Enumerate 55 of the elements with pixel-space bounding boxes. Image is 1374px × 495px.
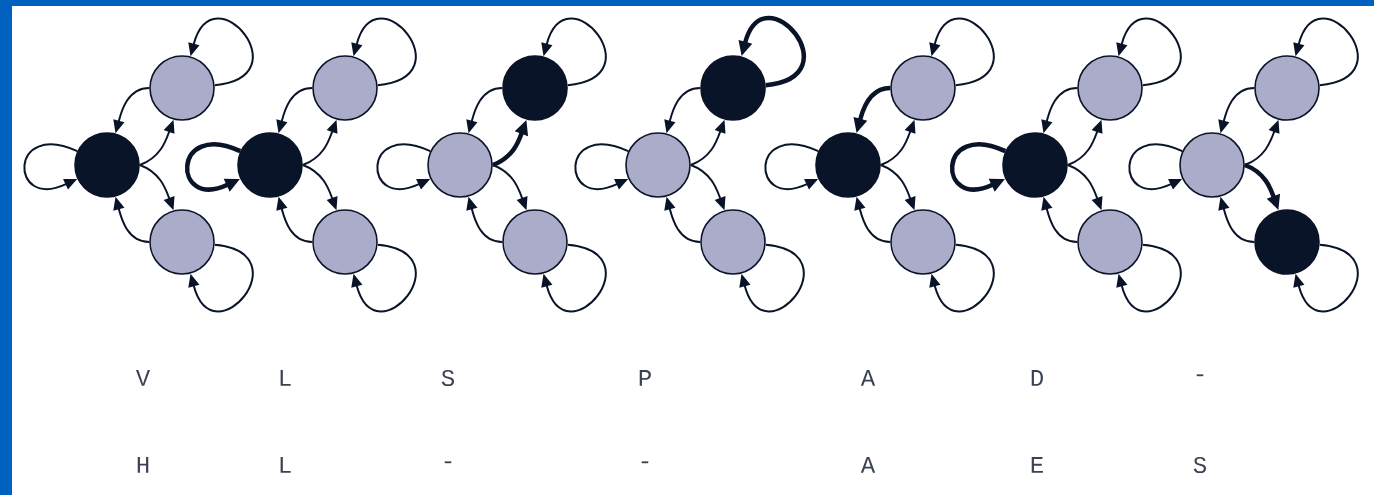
sequence-letter: L (280, 457, 291, 473)
sequence-letter: S (1193, 456, 1206, 474)
arrow (1293, 17, 1359, 87)
arrow (929, 243, 995, 313)
arrow (950, 142, 1007, 192)
state-circle (502, 209, 568, 275)
arrow (1293, 243, 1359, 313)
sequence-letter: E (1031, 457, 1043, 473)
arrow (739, 243, 805, 313)
state-circle (237, 132, 303, 198)
state-circle (74, 132, 140, 198)
sequence-letter: A (860, 370, 876, 386)
arrow (1116, 243, 1182, 313)
state-circle (149, 209, 215, 275)
arrow (1116, 17, 1182, 87)
state-circle (890, 55, 956, 121)
state-circle (1254, 55, 1320, 121)
state-circle (815, 132, 881, 198)
state-circle (502, 55, 568, 121)
sequence-letter: H (137, 457, 149, 473)
state-circle (427, 132, 493, 198)
sequence-letter: A (860, 457, 876, 473)
state-circle (1179, 132, 1245, 198)
state-circle (149, 55, 215, 121)
arrow (574, 143, 630, 190)
state-circle (625, 132, 691, 198)
state-circle (1077, 209, 1143, 275)
state-circle (1254, 209, 1320, 275)
arrow (541, 243, 607, 313)
state-circle (312, 209, 378, 275)
arrow (376, 143, 432, 190)
sequence-letter: P (639, 370, 651, 386)
sequence-letter: - (641, 461, 649, 464)
arrow (1128, 143, 1184, 190)
arrow (188, 243, 254, 313)
state-circle (700, 55, 766, 121)
sequence-letter: - (444, 461, 452, 464)
arrow (185, 142, 242, 192)
state-circle (890, 209, 956, 275)
sequence-letter: S (441, 369, 454, 387)
sequence-letter: D (1031, 370, 1043, 386)
sequence-letter: L (280, 370, 291, 386)
arrow (351, 17, 417, 87)
sequence-letter: V (135, 370, 151, 386)
state-circle (1002, 132, 1068, 198)
state-circle (312, 55, 378, 121)
arrow (23, 143, 79, 190)
arrow (351, 243, 417, 313)
arrow (188, 17, 254, 87)
state-circle (700, 209, 766, 275)
arrow (764, 143, 820, 190)
state-circle (1077, 55, 1143, 121)
arrow (929, 17, 995, 87)
sequence-letter: - (1196, 374, 1204, 377)
arrow (541, 17, 607, 87)
